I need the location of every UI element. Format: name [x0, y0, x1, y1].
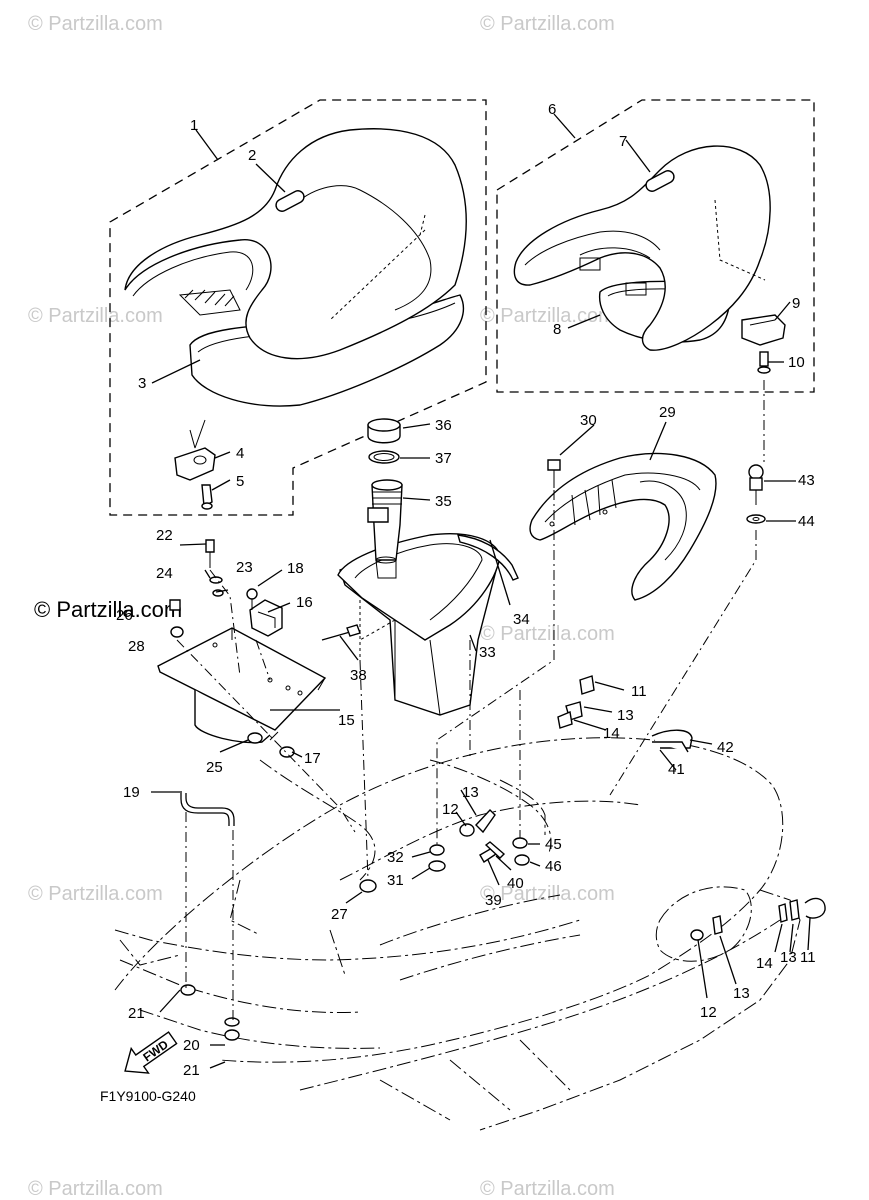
- watermark: © Partzilla.com: [28, 305, 163, 327]
- callout-13-repeat: 13: [733, 985, 750, 1002]
- callout-20: 20: [183, 1037, 200, 1054]
- rear-seat: [513, 145, 771, 351]
- callout-12: 12: [442, 801, 459, 818]
- callout-9: 9: [792, 295, 800, 312]
- callout-26: 26: [116, 607, 133, 624]
- seat-bracket-4: [174, 419, 216, 481]
- callout-29: 29: [659, 404, 676, 421]
- installation-lines: [176, 380, 765, 1020]
- callout-15: 15: [338, 712, 355, 729]
- callout-31: 31: [387, 872, 404, 889]
- callout-8: 8: [553, 321, 561, 338]
- screw-18: [246, 588, 258, 610]
- callout-28: 28: [128, 638, 145, 655]
- callout-37: 37: [435, 450, 452, 467]
- callout-21-repeat: 21: [183, 1062, 200, 1079]
- callout-41: 41: [668, 761, 685, 778]
- bolt-5: [201, 484, 213, 510]
- callout-39: 39: [485, 892, 502, 909]
- callout-17: 17: [304, 750, 321, 767]
- callout-33: 33: [479, 644, 496, 661]
- callout-36: 36: [435, 417, 452, 434]
- stud-43: [748, 464, 764, 505]
- seat-6-assembly-box: [496, 99, 815, 393]
- grab-handle-29: [529, 452, 717, 601]
- watermark: © Partzilla.com: [480, 623, 615, 645]
- o-ring-37: [368, 450, 400, 464]
- callout-27: 27: [331, 906, 348, 923]
- seal-strip-34: [457, 534, 519, 581]
- bolt-30: [547, 459, 561, 488]
- callout-7: 7: [619, 133, 627, 150]
- bolt-10: [757, 351, 771, 374]
- callout-35: 35: [435, 493, 452, 510]
- storage-bin-33: [337, 533, 501, 716]
- callout-13-repeat: 13: [780, 949, 797, 966]
- callout-6: 6: [548, 101, 556, 118]
- front-seat: [124, 128, 467, 407]
- callout-22: 22: [156, 527, 173, 544]
- callout-13-repeat: 13: [462, 784, 479, 801]
- callout-24: 24: [156, 565, 173, 582]
- callout-14: 14: [603, 725, 620, 742]
- watermarks: © Partzilla.com © Partzilla.com © Partzi…: [28, 13, 615, 1200]
- tray-15: [157, 627, 327, 744]
- diagram-code: F1Y9100-G240: [100, 1088, 196, 1104]
- callout-46: 46: [545, 858, 562, 875]
- fill-pipe-35: [367, 479, 403, 579]
- callout-32: 32: [387, 849, 404, 866]
- callout-25: 25: [206, 759, 223, 776]
- bracket-9: [741, 314, 786, 346]
- washer-44: [746, 514, 766, 524]
- callout-21: 21: [128, 1005, 145, 1022]
- watermark: © Partzilla.com: [480, 883, 615, 905]
- callout-42: 42: [717, 739, 734, 756]
- callout-11: 11: [631, 683, 647, 700]
- callout-14-repeat: 14: [756, 955, 773, 972]
- callout-4: 4: [236, 445, 244, 462]
- strap-16: [249, 599, 283, 637]
- watermark: © Partzilla.com: [480, 1178, 615, 1200]
- leader-lines: [151, 113, 811, 1069]
- watermark: © Partzilla.com: [28, 883, 163, 905]
- callout-19: 19: [123, 784, 140, 801]
- watermark: © Partzilla.com: [28, 1178, 163, 1200]
- callout-labels: 1 2 3 4 5 6 7 8 9 10 11 12 13 14 15 16 1…: [116, 101, 816, 1079]
- fwd-arrow-icon: FWD: [124, 1031, 178, 1074]
- watermark: © Partzilla.com: [28, 13, 163, 35]
- hull-hardware: [180, 675, 826, 1041]
- callout-43: 43: [798, 472, 815, 489]
- callout-40: 40: [507, 875, 524, 892]
- callout-12-repeat: 12: [700, 1004, 717, 1021]
- callout-16: 16: [296, 594, 313, 611]
- callout-3: 3: [138, 375, 146, 392]
- cap-36: [367, 418, 401, 444]
- callout-44: 44: [798, 513, 815, 530]
- callout-5: 5: [236, 473, 244, 490]
- watermark: © Partzilla.com: [480, 13, 615, 35]
- handle-7: [645, 170, 675, 192]
- callout-18: 18: [287, 560, 304, 577]
- callout-23: 23: [236, 559, 253, 576]
- callout-38: 38: [350, 667, 367, 684]
- watermark: © Partzilla.com: [480, 305, 615, 327]
- callout-30: 30: [580, 412, 597, 429]
- callout-13: 13: [617, 707, 634, 724]
- rivet-38: [321, 624, 361, 641]
- callout-11-repeat: 11: [800, 949, 816, 966]
- callout-10: 10: [788, 354, 805, 371]
- callout-45: 45: [545, 836, 562, 853]
- handle-2: [275, 190, 305, 212]
- grab-bar-19: [180, 791, 235, 826]
- callout-1: 1: [190, 117, 198, 134]
- callout-2: 2: [248, 147, 256, 164]
- callout-34: 34: [513, 611, 530, 628]
- watermark-bold: © Partzilla.com: [34, 597, 182, 622]
